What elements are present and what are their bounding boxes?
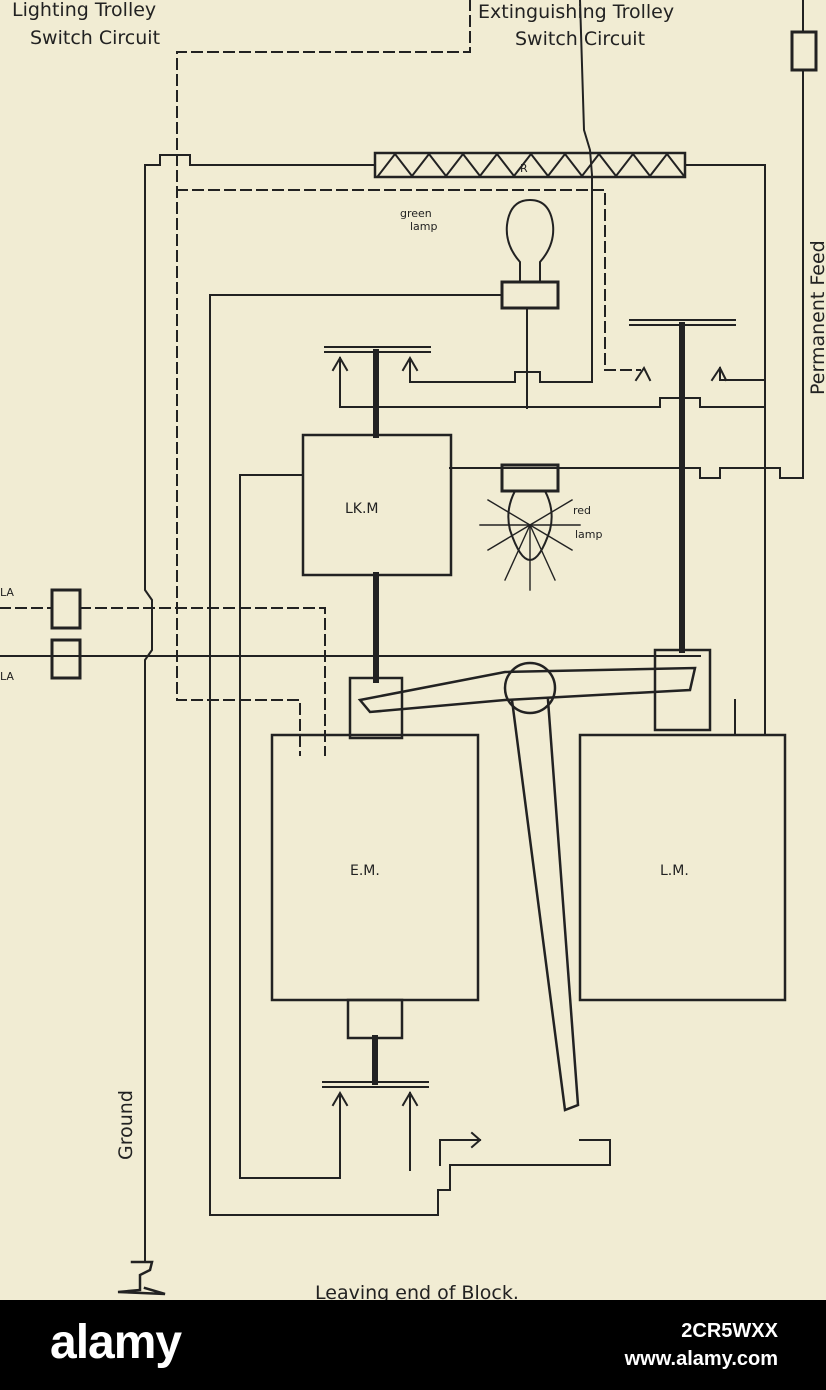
signal-wiring-diagram: Lighting Trolley Switch Circuit Extingui… (0, 0, 826, 1300)
lower-contact-left (331, 1091, 349, 1107)
lighting-switch-tap (176, 189, 641, 371)
extinguishing-plunger (348, 676, 404, 740)
arrester-top-label: LA (0, 586, 14, 599)
red-lamp-socket (500, 463, 560, 493)
watermark-footer: alamy 2CR5WXX www.alamy.com (0, 1300, 826, 1390)
extinguishing-switch-wire (409, 0, 593, 383)
resistor-label: R (520, 162, 528, 175)
lock-magnet-label: LK.M (345, 501, 379, 517)
resistor-right-wire (684, 164, 766, 736)
extinguishing-label-line2: Switch Circuit (515, 28, 645, 50)
lighting-magnet-leads (734, 699, 766, 736)
lower-switch-arrow (439, 1131, 482, 1166)
extinguishing-magnet-plunger (346, 998, 404, 1040)
lock-magnet-wire (239, 474, 341, 1179)
right-contact-left (634, 366, 652, 382)
lighting-label-line1: Lighting Trolley (12, 0, 156, 21)
upper-contact-left (331, 356, 349, 408)
resistor-zigzag (376, 152, 686, 178)
green-lamp-label-line1: green (400, 207, 432, 220)
red-lamp-label-line1: red (573, 504, 591, 517)
extinguishing-label-line1: Extinguishing Trolley (478, 1, 674, 23)
ground-rail-symbol (117, 1260, 166, 1296)
site-url-text: www.alamy.com (624, 1348, 778, 1370)
green-lamp-label-line2: lamp (410, 220, 438, 233)
contact-rail-wire (339, 397, 766, 408)
alamy-logo: alamy (50, 1316, 182, 1369)
permanent-feed-tap (449, 467, 804, 479)
image-id-text: 2CR5WXX (681, 1320, 778, 1342)
armature-lever (357, 666, 697, 714)
ground-label: Ground (115, 1090, 137, 1160)
upper-contact-right (401, 356, 419, 372)
lamp-feed-wire (209, 294, 611, 1216)
permanent-feed-label: Permanent Feed (807, 240, 826, 395)
lightning-arrester-top (50, 588, 82, 630)
green-lamp-bulb (505, 198, 555, 281)
arrester-bottom-label: LA (0, 670, 14, 683)
fuse-block (790, 30, 818, 72)
left-bus-wire (144, 154, 376, 1261)
lighting-label-line2: Switch Circuit (30, 27, 160, 49)
lower-contact-bar (322, 1081, 429, 1088)
diagram-caption: Leaving end of Block. (315, 1282, 519, 1300)
red-lamp-label-line2: lamp (575, 528, 603, 541)
lighting-magnet-label: L.M. (660, 863, 689, 879)
extinguishing-magnet-label: E.M. (350, 863, 380, 879)
arrester-top-dashed (79, 607, 326, 756)
lighting-switch-wire (176, 0, 471, 756)
green-lamp-socket (500, 280, 560, 310)
lightning-arrester-bottom (50, 638, 82, 680)
right-contact-right (710, 366, 766, 382)
red-lamp-rays (479, 499, 581, 591)
lower-contact-right (401, 1091, 419, 1171)
lighting-magnet-box (578, 733, 787, 1002)
signal-arm-lever (510, 698, 580, 1112)
lighting-plunger (653, 648, 712, 732)
armature-pivot (503, 661, 557, 715)
